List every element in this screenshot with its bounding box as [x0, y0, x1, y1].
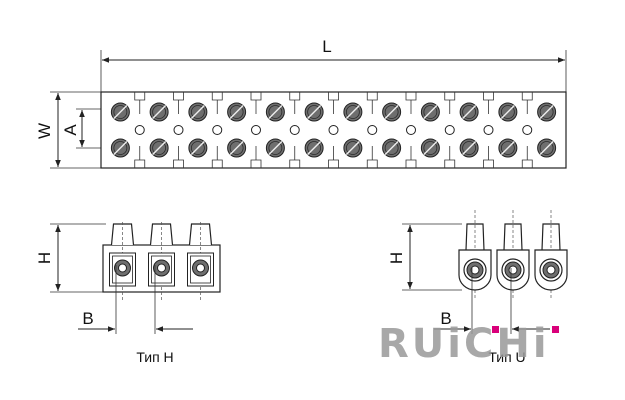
mounting-hole	[289, 125, 300, 135]
dim-width: W	[35, 91, 101, 169]
terminal-cell	[405, 92, 440, 168]
type-h-caption: Тип H	[136, 349, 173, 365]
screw-icon	[382, 138, 402, 158]
type-u-view: H B Тип U	[387, 210, 568, 365]
mounting-hole	[483, 125, 494, 135]
terminal-cell	[328, 92, 363, 168]
type-u-height-label: H	[387, 252, 406, 264]
terminal-cell	[173, 92, 208, 168]
terminal-cell	[444, 92, 479, 168]
top-view: L W A	[35, 37, 567, 169]
mounting-hole	[251, 125, 261, 135]
screw-icon	[227, 102, 247, 122]
terminal-cell	[110, 102, 130, 158]
screw-icon	[110, 102, 130, 122]
mounting-hole	[134, 125, 145, 135]
terminal-cell	[211, 92, 247, 168]
screw-icon	[227, 138, 247, 158]
terminal-u	[534, 210, 568, 300]
terminal-cell	[521, 92, 557, 168]
screw-icon	[498, 102, 518, 122]
dim-height-u: H	[387, 223, 462, 291]
terminal-h	[109, 222, 136, 300]
dim-pitch-b-h: B	[78, 265, 193, 334]
screw-icon	[265, 102, 285, 122]
terminal-cell	[134, 92, 169, 168]
terminal-u	[496, 210, 530, 300]
screw-icon	[343, 102, 363, 122]
terminal-cell	[483, 92, 518, 168]
mounting-hole	[212, 125, 223, 135]
terminal-cell	[250, 92, 285, 168]
mounting-hole	[406, 125, 416, 135]
type-u-caption: Тип U	[488, 349, 525, 365]
mounting-hole	[444, 125, 455, 135]
screw-icon	[188, 138, 208, 158]
screw-icon	[188, 102, 208, 122]
screw-icon	[459, 138, 479, 158]
mounting-hole	[328, 125, 339, 135]
mounting-hole	[367, 125, 378, 135]
screw-icon	[304, 102, 324, 122]
type-u-terminals	[458, 210, 568, 300]
terminal-h	[148, 222, 175, 300]
logo-accent	[492, 326, 499, 333]
terminal-cell	[366, 92, 402, 168]
watermark-text: RUiCHi	[378, 321, 550, 367]
type-h-pitch-label: B	[82, 309, 93, 328]
screw-icon	[149, 102, 169, 122]
screw-icon	[498, 138, 518, 158]
screw-icon	[382, 102, 402, 122]
mounting-hole	[173, 125, 184, 135]
dim-length: L	[100, 37, 567, 92]
screw-icon	[459, 102, 479, 122]
dim-length-label: L	[322, 37, 331, 56]
type-h-view: H B Тип H	[35, 222, 221, 365]
logo-accent	[552, 326, 559, 333]
terminal-strip-top	[100, 91, 567, 169]
screw-icon	[149, 138, 169, 158]
screw-icon	[420, 102, 440, 122]
screw-icon	[304, 138, 324, 158]
terminal-h	[187, 222, 214, 300]
type-h-terminals	[102, 222, 221, 300]
screw-icon	[110, 138, 130, 158]
dim-pitch-b-u: B	[434, 268, 550, 334]
dim-width-label: W	[35, 123, 54, 139]
screw-icon	[537, 138, 557, 158]
dim-pitch-a-label: A	[61, 124, 80, 136]
terminal-cell	[289, 92, 324, 168]
screw-icon	[343, 138, 363, 158]
screw-icon	[420, 138, 440, 158]
watermark-logo: RUiCHi	[378, 321, 550, 367]
type-h-height-label: H	[35, 252, 54, 264]
dim-height-h: H	[35, 223, 106, 293]
screw-icon	[265, 138, 285, 158]
mounting-hole	[522, 125, 533, 135]
type-u-pitch-label: B	[440, 309, 451, 328]
screw-icon	[537, 102, 557, 122]
terminal-u	[458, 210, 492, 300]
